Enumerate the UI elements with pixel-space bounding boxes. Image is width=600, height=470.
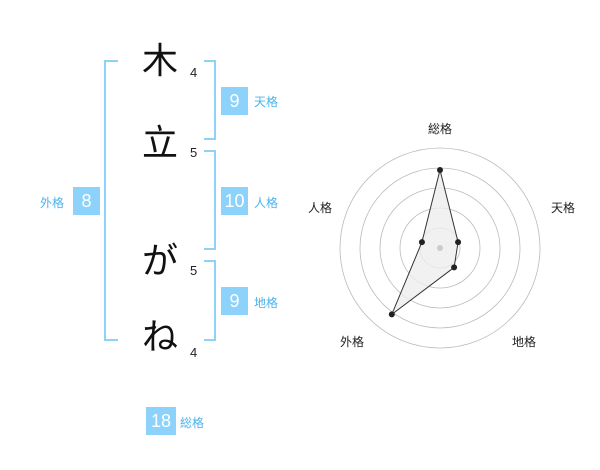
gaikaku-bracket xyxy=(104,60,118,341)
stroke-count-1: 4 xyxy=(190,65,198,80)
name-char-1: 木 xyxy=(141,41,178,82)
tenkaku-bracket xyxy=(204,60,216,140)
chikaku-value-badge: 9 xyxy=(221,287,248,315)
stroke-count-2: 5 xyxy=(190,145,198,160)
name-char-2: 立 xyxy=(141,123,178,164)
radar-center-dot xyxy=(437,245,443,251)
gaikaku-label: 外格 xyxy=(40,196,65,210)
chikaku-label: 地格 xyxy=(254,296,279,310)
radar-label-jinkaku: 人格 xyxy=(308,200,332,215)
radar-point-soukaku xyxy=(437,167,443,173)
radar-label-gaikaku: 外格 xyxy=(340,334,364,349)
jinkaku-label: 人格 xyxy=(254,196,279,210)
gaikaku-value-badge: 8 xyxy=(73,187,100,215)
radar-chart: 総格 天格 地格 外格 人格 xyxy=(308,121,575,349)
tenkaku-label: 天格 xyxy=(254,95,279,109)
soukaku-label: 総格 xyxy=(180,416,205,430)
tenkaku-value-badge: 9 xyxy=(221,87,248,115)
stroke-count-3: 5 xyxy=(190,263,198,278)
jinkaku-value-badge: 10 xyxy=(221,187,248,215)
soukaku-value-badge: 18 xyxy=(146,407,176,435)
radar-label-chikaku: 地格 xyxy=(512,334,536,349)
radar-point-jinkaku xyxy=(418,239,425,246)
radar-point-gaikaku xyxy=(388,311,395,318)
radar-label-tenkaku: 天格 xyxy=(551,200,575,215)
jinkaku-bracket xyxy=(204,150,216,250)
radar-points xyxy=(388,167,462,318)
radar-point-chikaku xyxy=(451,264,458,271)
name-char-4: ね xyxy=(141,317,178,358)
name-char-3: が xyxy=(141,241,178,282)
radar-grid-ring xyxy=(339,147,541,349)
stroke-count-4: 4 xyxy=(190,345,198,360)
radar-polygon xyxy=(390,169,459,316)
chikaku-bracket xyxy=(204,260,216,341)
radar-label-soukaku: 総格 xyxy=(428,121,452,136)
radar-point-tenkaku xyxy=(455,239,462,246)
